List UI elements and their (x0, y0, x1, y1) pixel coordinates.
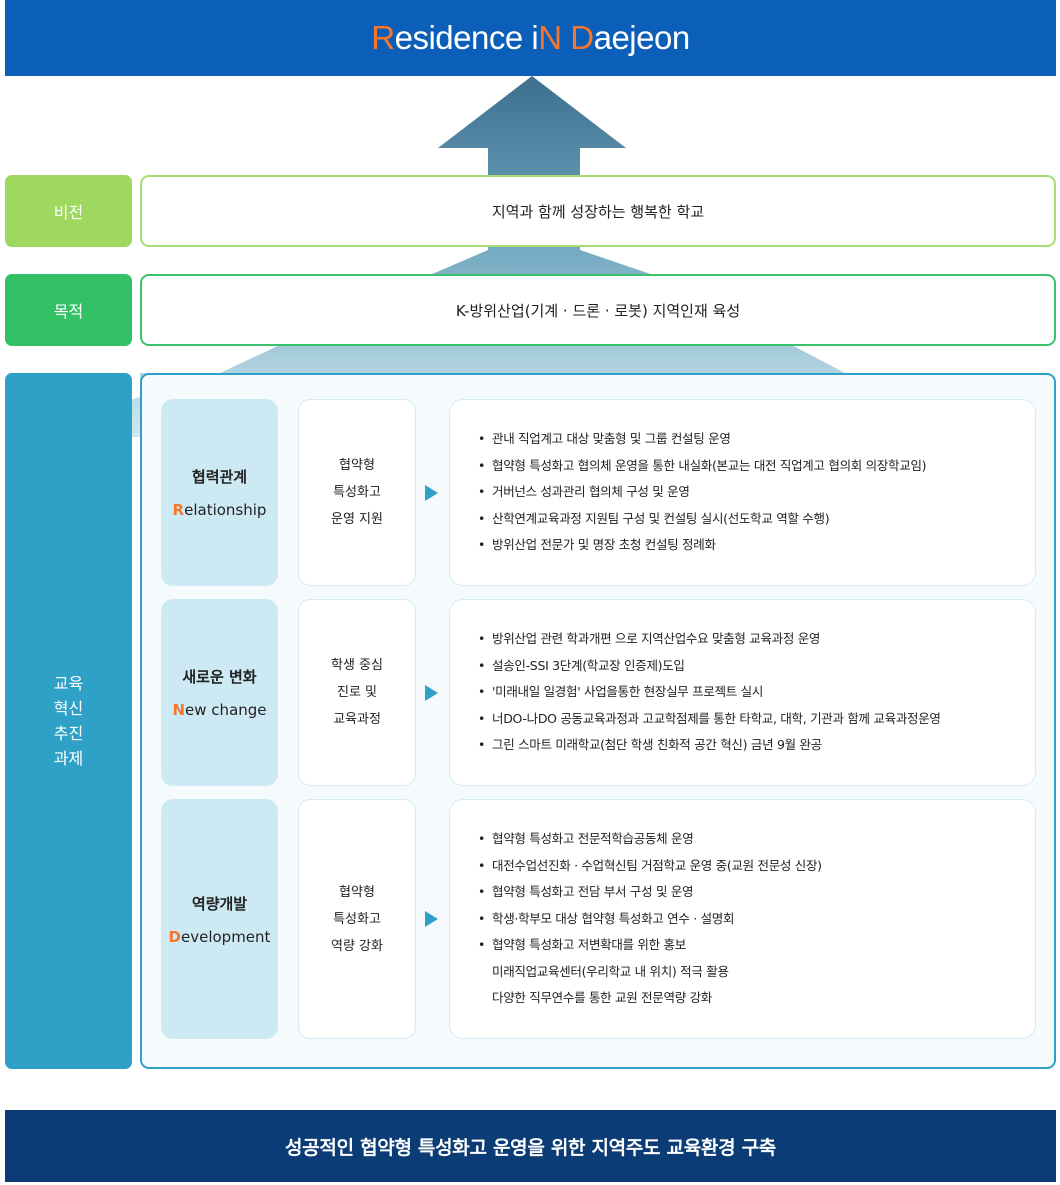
category-title-rest: evelopment (181, 927, 271, 946)
goal-box: K-방위산업(기계 · 드론 · 로봇) 지역인재 육성 (140, 274, 1056, 346)
subcategory-line: 역량 강화 (331, 938, 383, 954)
detail-item: 방위산업 관련 학과개편 으로 지역산업수요 맞춤형 교육과정 운영 (478, 626, 1035, 653)
detail-item: 대전수업선진화 · 수업혁신팀 거점학교 운영 중(교원 전문성 신장) (478, 853, 1035, 880)
category-title-en: Development (169, 928, 271, 946)
subcategory-box: 협약형 특성화고 역량 강화 (298, 799, 416, 1039)
category-initial: N (172, 701, 186, 719)
detail-box: 방위산업 관련 학과개편 으로 지역산업수요 맞춤형 교육과정 운영 설송인-S… (449, 599, 1036, 786)
title-highlight-letter: R (371, 19, 395, 56)
vision-box: 지역과 함께 성장하는 행복한 학교 (140, 175, 1056, 247)
detail-box: 협약형 특성화고 전문적학습공동체 운영 대전수업선진화 · 수업혁신팀 거점학… (449, 799, 1036, 1039)
detail-item: 거버넌스 성과관리 협의체 구성 및 운영 (478, 479, 1035, 506)
footer-banner: 성공적인 협약형 특성화고 운영을 위한 지역주도 교육환경 구축 (5, 1110, 1056, 1182)
title-text: aejeon (593, 19, 691, 56)
detail-item: 설송인-SSI 3단계(학교장 인증제)도입 (478, 653, 1035, 680)
detail-item: 미래직업교육센터(우리학교 내 위치) 적극 활용 (492, 963, 729, 979)
detail-item: 협약형 특성화고 협의체 운영을 통한 내실화(본교는 대전 직업계고 협의회 … (478, 453, 1035, 480)
play-arrow-icon (425, 911, 438, 927)
category-title-ko: 역량개발 (191, 894, 248, 913)
category-title-en: Relationship (173, 501, 267, 519)
category-initial: D (168, 927, 181, 946)
category-relationship: 협력관계 Relationship (161, 399, 278, 586)
detail-item: 관내 직업계고 대상 맞춤형 및 그룹 컨설팅 운영 (478, 426, 1035, 453)
detail-item: 다양한 직무연수를 통한 교원 전문역량 강화 (492, 990, 712, 1006)
header-title: Residence iN Daejeon (371, 19, 691, 57)
play-arrow-icon (425, 485, 438, 501)
category-title-ko: 협력관계 (191, 468, 248, 486)
goal-text: K-방위산업(기계 · 드론 · 로봇) 지역인재 육성 (455, 301, 741, 320)
detail-item: 학생·학부모 대상 협약형 특성화고 연수 · 설명회 (478, 906, 1035, 933)
play-arrow-icon (425, 685, 438, 701)
tasks-label: 교육 혁신 추진 과제 (5, 373, 132, 1069)
subcategory-line: 진로 및 (336, 685, 377, 700)
subcategory-line: 협약형 (339, 458, 375, 473)
subcategory-box: 학생 중심 진로 및 교육과정 (298, 599, 416, 786)
subcategory-line: 교육과정 (333, 712, 381, 727)
title-highlight-letter: D (570, 19, 594, 56)
subcategory-line: 특성화고 (333, 911, 381, 927)
detail-item: '미래내일 일경험' 사업을통한 현장실무 프로젝트 실시 (478, 679, 1035, 706)
category-title-rest: ew change (185, 701, 267, 719)
detail-item: 협약형 특성화고 전담 부서 구성 및 운영 (478, 879, 1035, 906)
detail-item: 협약형 특성화고 저변확대를 위한 홍보 (478, 932, 1035, 959)
category-title-en: New change (172, 701, 266, 719)
title-highlight-letter: N (538, 19, 562, 56)
subcategory-line: 운영 지원 (331, 512, 383, 527)
subcategory-line: 협약형 (339, 884, 375, 900)
detail-item: 그린 스마트 미래학교(첨단 학생 친화적 공간 혁신) 금년 9월 완공 (478, 732, 1035, 759)
goal-label: 목적 (5, 274, 132, 346)
subcategory-box: 협약형 특성화고 운영 지원 (298, 399, 416, 586)
subcategory-line: 특성화고 (333, 485, 381, 500)
vision-text: 지역과 함께 성장하는 행복한 학교 (491, 202, 705, 221)
category-new-change: 새로운 변화 New change (161, 599, 278, 786)
detail-box: 관내 직업계고 대상 맞춤형 및 그룹 컨설팅 운영 협약형 특성화고 협의체 … (449, 399, 1036, 586)
category-title-rest: elationship (184, 501, 267, 519)
detail-item: 협약형 특성화고 전문적학습공동체 운영 (478, 826, 1035, 853)
vision-label: 비전 (5, 175, 132, 247)
category-initial: R (172, 501, 185, 519)
detail-item: 산학연계교육과정 지원팀 구성 및 컨설팅 실시(선도학교 역할 수행) (478, 506, 1035, 533)
tasks-label-line: 혁신 (53, 699, 84, 718)
tasks-label-line: 교육 (53, 674, 84, 693)
subcategory-line: 학생 중심 (331, 658, 383, 673)
category-development: 역량개발 Development (161, 799, 278, 1039)
detail-item: 방위산업 전문가 및 명장 초청 컨설팅 정례화 (478, 532, 1035, 559)
header-banner: Residence iN Daejeon (5, 0, 1056, 76)
footer-text: 성공적인 협약형 특성화고 운영을 위한 지역주도 교육환경 구축 (285, 1136, 776, 1159)
tasks-label-line: 추진 (53, 724, 84, 743)
detail-item: 너DO-나DO 공동교육과정과 고교학점제를 통한 타학교, 대학, 기관과 함… (478, 706, 1035, 733)
title-text: esidence i (394, 19, 539, 56)
title-text (562, 19, 571, 56)
category-title-ko: 새로운 변화 (182, 668, 257, 686)
tasks-label-line: 과제 (53, 749, 84, 768)
